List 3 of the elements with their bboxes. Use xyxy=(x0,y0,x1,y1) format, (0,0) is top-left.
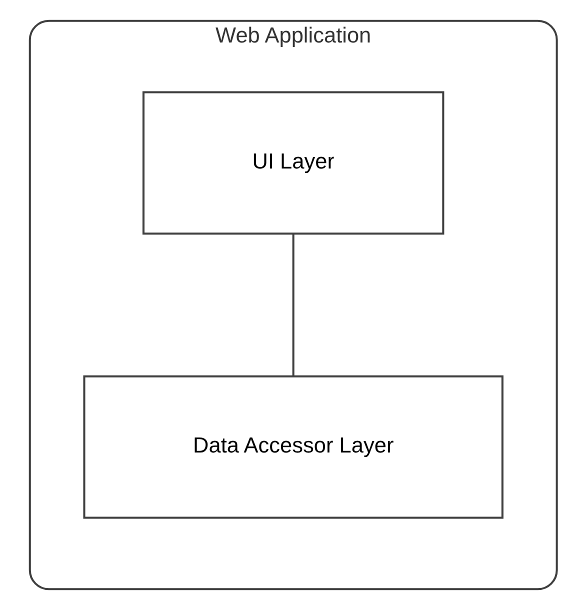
node-box: Data Accessor Layer xyxy=(82,374,504,518)
node-box: UI Layer xyxy=(142,90,444,234)
connector xyxy=(292,233,294,376)
